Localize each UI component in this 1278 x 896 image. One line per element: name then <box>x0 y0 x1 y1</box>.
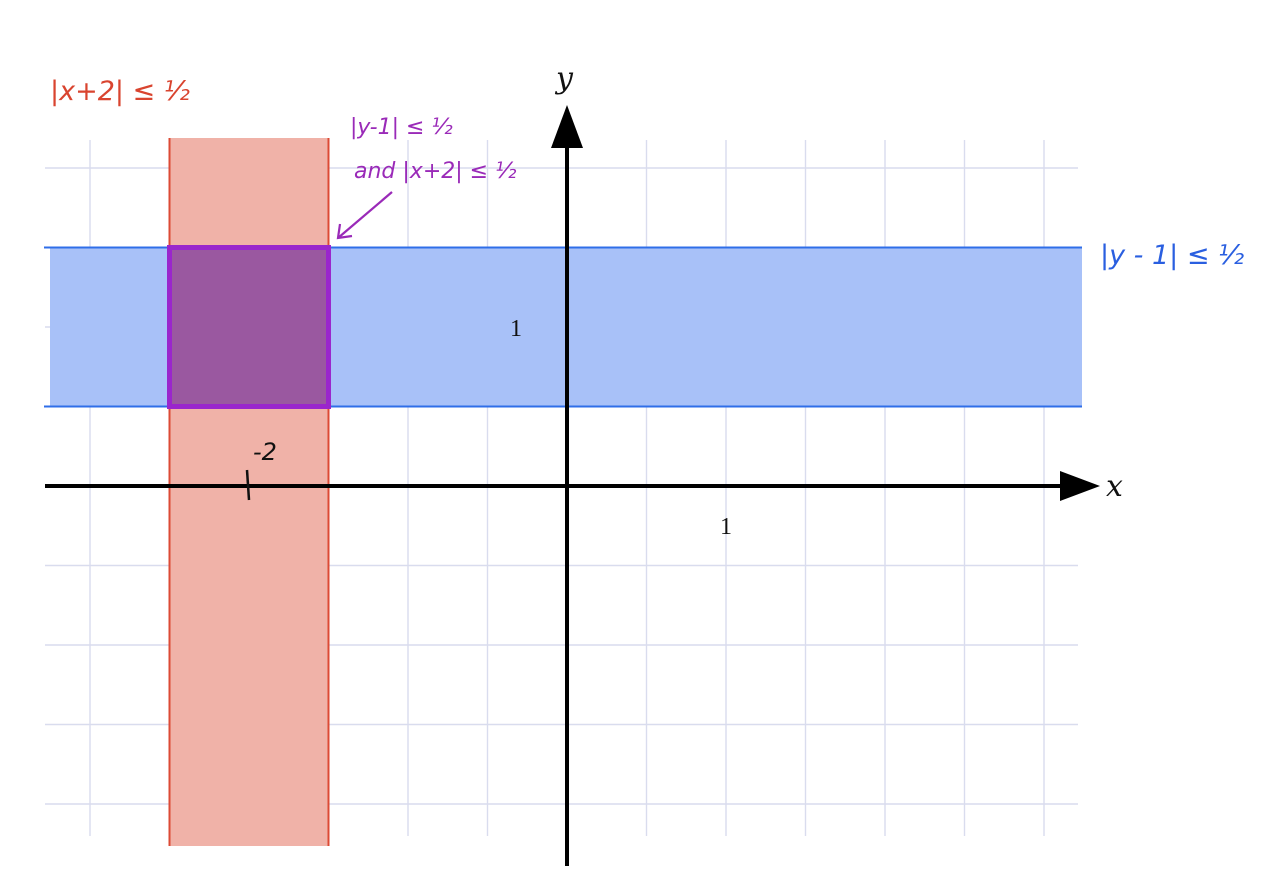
x-band-annotation: |x+2| ≤ ½ <box>50 76 190 107</box>
intersection-pointer-arrow <box>336 191 393 240</box>
y-axis-label: y <box>554 61 574 96</box>
x-axis-arrowhead <box>1060 471 1100 501</box>
y-band-annotation: |y - 1| ≤ ½ <box>1100 240 1244 271</box>
x-axis-label: x <box>1106 469 1123 504</box>
intersection-annotation-line1: |y-1| ≤ ½ <box>350 115 453 140</box>
x-tick-mark-neg2 <box>245 469 251 501</box>
y-tick-label: 1 <box>510 316 522 342</box>
handwritten-x-tick-label: -2 <box>253 438 277 466</box>
x-tick-label: 1 <box>720 514 732 540</box>
intersection-annotation-line2: and |x+2| ≤ ½ <box>354 159 516 184</box>
intersection-square <box>167 245 331 409</box>
y-axis-arrowhead <box>551 105 583 148</box>
